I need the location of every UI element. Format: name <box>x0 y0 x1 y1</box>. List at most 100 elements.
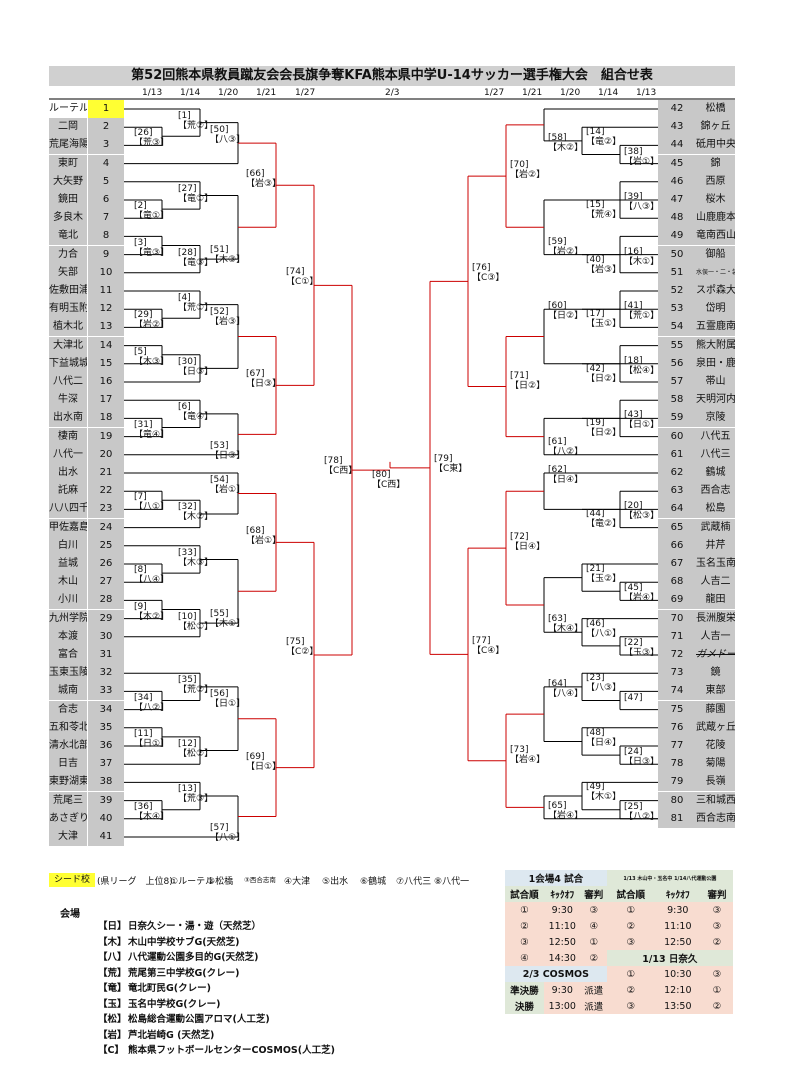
match-venue: 【C③】 <box>472 273 505 284</box>
match-number: [50] <box>210 124 229 135</box>
match-number: [44] <box>586 509 605 520</box>
team-name: 人吉一 <box>696 627 735 646</box>
team-number: 79 <box>658 773 696 792</box>
match-label: [19]【日②】 <box>586 418 621 438</box>
match-venue: 【岩②】 <box>134 320 170 331</box>
match-number: [2] <box>134 201 147 212</box>
match-label: [67]【日③】 <box>246 369 281 389</box>
team-number: 54 <box>658 318 696 337</box>
schedule-row: 試合順ｷｯｸｵﾌ審判試合順ｷｯｸｵﾌ審判 <box>505 886 733 902</box>
match-number: [79] <box>434 453 453 464</box>
venue-code: 【木】 <box>98 936 127 948</box>
team-number: 26 <box>88 555 124 573</box>
match-number: [45] <box>624 583 643 594</box>
team-name: 井芹 <box>696 536 735 555</box>
match-label: [53]【日③】 <box>210 441 245 461</box>
match-number: [14] <box>586 127 605 138</box>
match-number: [63] <box>548 614 567 625</box>
team-number: 52 <box>658 282 696 300</box>
match-number: [52] <box>210 306 229 317</box>
match-label: [3]【竜③】 <box>134 238 169 258</box>
match-number: [1] <box>178 111 191 121</box>
match-venue: 【荒①】 <box>624 311 660 322</box>
match-label: [78]【C西】 <box>324 456 357 476</box>
match-venue: 【竜④】 <box>178 412 214 423</box>
schedule-cell: ｷｯｸｵﾌ <box>654 886 701 902</box>
match-venue: 【日②】 <box>586 373 622 384</box>
match-venue: 【岩③】 <box>210 316 246 327</box>
team-name: 武蔵ヶ丘 <box>696 718 735 737</box>
match-label: [72]【日④】 <box>510 532 545 552</box>
team-number: 65 <box>658 518 696 537</box>
match-number: [19] <box>586 418 605 429</box>
date-right: 1/13 <box>636 88 657 98</box>
schedule-cell: ② <box>606 982 655 998</box>
match-venue: 【木①】 <box>624 256 660 267</box>
schedule-cell: ｷｯｸｵﾌ <box>543 886 581 902</box>
match-label: [66]【岩③】 <box>246 169 281 189</box>
match-venue: 【木③】 <box>210 255 246 266</box>
match-number: [70] <box>510 160 529 171</box>
team-number: 28 <box>88 591 124 610</box>
schedule-cell: ③ <box>700 966 733 982</box>
team-number: 51 <box>658 263 696 282</box>
team-number: 39 <box>88 791 124 810</box>
match-label: [76]【C③】 <box>472 263 504 283</box>
team-name: 龍田 <box>696 591 735 610</box>
schedule-cell: ② <box>505 918 544 934</box>
team-number: 2 <box>88 118 124 137</box>
schedule-cell: ③ <box>505 934 544 950</box>
match-label: [28]【竜③】 <box>178 248 213 268</box>
venue-name: 荒尾第三中学校G(クレー) <box>128 967 240 979</box>
match-label: [65]【岩④】 <box>548 801 583 821</box>
team-name: 錦 <box>696 154 735 173</box>
match-venue: 【玉②】 <box>586 574 622 584</box>
team-name: 西合志 <box>696 482 735 501</box>
match-number: [8] <box>134 565 147 576</box>
team-number: 50 <box>658 245 696 264</box>
match-label: [32]【木②】 <box>178 502 213 522</box>
match-number: [47] <box>624 692 643 703</box>
match-number: [29] <box>134 310 153 321</box>
match-label: [43]【日①】 <box>624 410 659 430</box>
schedule-cell: 派遣 <box>580 982 607 998</box>
venue-code: 【日】 <box>98 921 127 932</box>
schedule-cell: 12:50 <box>543 934 581 950</box>
match-venue: 【木②】 <box>134 611 170 622</box>
match-number: [18] <box>624 355 643 366</box>
match-venue: 【木③】 <box>178 557 214 568</box>
team-name: 東部 <box>696 682 735 701</box>
team-name: 出水 <box>49 464 87 482</box>
team-name: 下益城城南 <box>49 354 87 373</box>
match-label: [77]【C④】 <box>472 636 504 656</box>
venue-row: 【日】日奈久シー・湯・遊（天然芝） <box>98 918 261 932</box>
schedule-cell: ① <box>505 902 544 918</box>
team-number: 35 <box>88 718 124 737</box>
match-label: [42]【日②】 <box>586 364 621 384</box>
match-number: [73] <box>510 744 529 755</box>
match-venue: 【竜②】 <box>586 137 622 148</box>
match-venue: 【岩③】 <box>246 179 282 190</box>
team-name: 砥用中央 <box>696 136 735 155</box>
team-number: 33 <box>88 682 124 701</box>
schedule-cell: 1会場4 試合 <box>505 870 607 886</box>
match-number: [33] <box>178 547 197 558</box>
team-name: 九州学院 <box>49 609 87 628</box>
team-name: 松橋 <box>696 100 735 118</box>
team-name: 鏡 <box>696 664 735 683</box>
team-number: 11 <box>88 282 124 300</box>
match-label: [39]【八③】 <box>624 192 659 212</box>
team-name: 五霊鹿南 <box>696 318 735 337</box>
schedule-cell: 試合順 <box>505 886 544 902</box>
team-number: 48 <box>658 209 696 228</box>
match-venue: 【八③】 <box>624 202 660 212</box>
match-venue: 【八①】 <box>210 833 246 843</box>
match-number: [77] <box>472 636 491 647</box>
venue-row: 【竜】竜北町民G(クレー) <box>98 980 211 994</box>
team-name: 八八四千 <box>49 500 87 519</box>
schedule-cell: 14:30 <box>543 950 581 966</box>
match-label: [2]【竜①】 <box>134 201 169 221</box>
